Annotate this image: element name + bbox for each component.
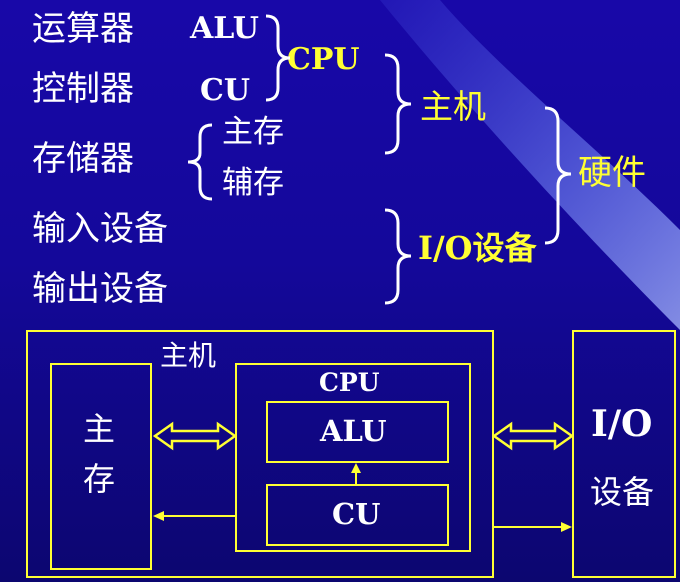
output-device-label: 输出设备 <box>32 269 168 309</box>
host-group-label: 主机 <box>420 87 486 126</box>
cpu-box <box>235 363 471 552</box>
cu-abbr-label: CU <box>200 73 251 108</box>
alu-box-label: ALU <box>320 414 387 448</box>
io-group-label: I/O设备 <box>418 229 537 267</box>
io-box-label-2: 设备 <box>590 473 655 511</box>
aux-memory-label: 辅存 <box>222 165 284 201</box>
cu-box <box>266 484 449 546</box>
hardware-group-label: 硬件 <box>578 153 646 193</box>
host-box <box>26 330 494 578</box>
alu-box <box>266 401 449 463</box>
host-to-io-arrowhead <box>561 522 572 532</box>
memory-cpu-double-arrow <box>152 421 238 451</box>
io-box-label-1: I/O <box>591 403 653 445</box>
alu-component-label: 运算器 <box>32 9 134 49</box>
alu-abbr-label: ALU <box>190 11 259 46</box>
cu-to-alu-arrowhead <box>351 463 361 473</box>
host-box-label: 主机 <box>160 339 217 372</box>
storage-component-label: 存储器 <box>32 139 134 179</box>
cpu-box-label: CPU <box>319 368 380 397</box>
host-io-double-arrow <box>491 421 575 451</box>
cpu-group-label: CPU <box>287 42 360 77</box>
cpu-to-memory-arrowhead <box>153 511 164 521</box>
memory-label-2: 存 <box>83 460 116 498</box>
io-brace <box>384 208 412 305</box>
io-device-box <box>572 330 676 578</box>
cu-component-label: 控制器 <box>32 69 134 109</box>
main-memory-label: 主存 <box>222 114 284 150</box>
cu-box-label: CU <box>332 497 381 531</box>
cpu-brace <box>265 14 291 102</box>
memory-box <box>50 363 152 570</box>
memory-label-1: 主 <box>83 410 116 448</box>
storage-brace <box>187 123 213 201</box>
hardware-brace <box>544 106 572 245</box>
input-device-label: 输入设备 <box>32 209 168 249</box>
host-brace <box>384 53 412 155</box>
